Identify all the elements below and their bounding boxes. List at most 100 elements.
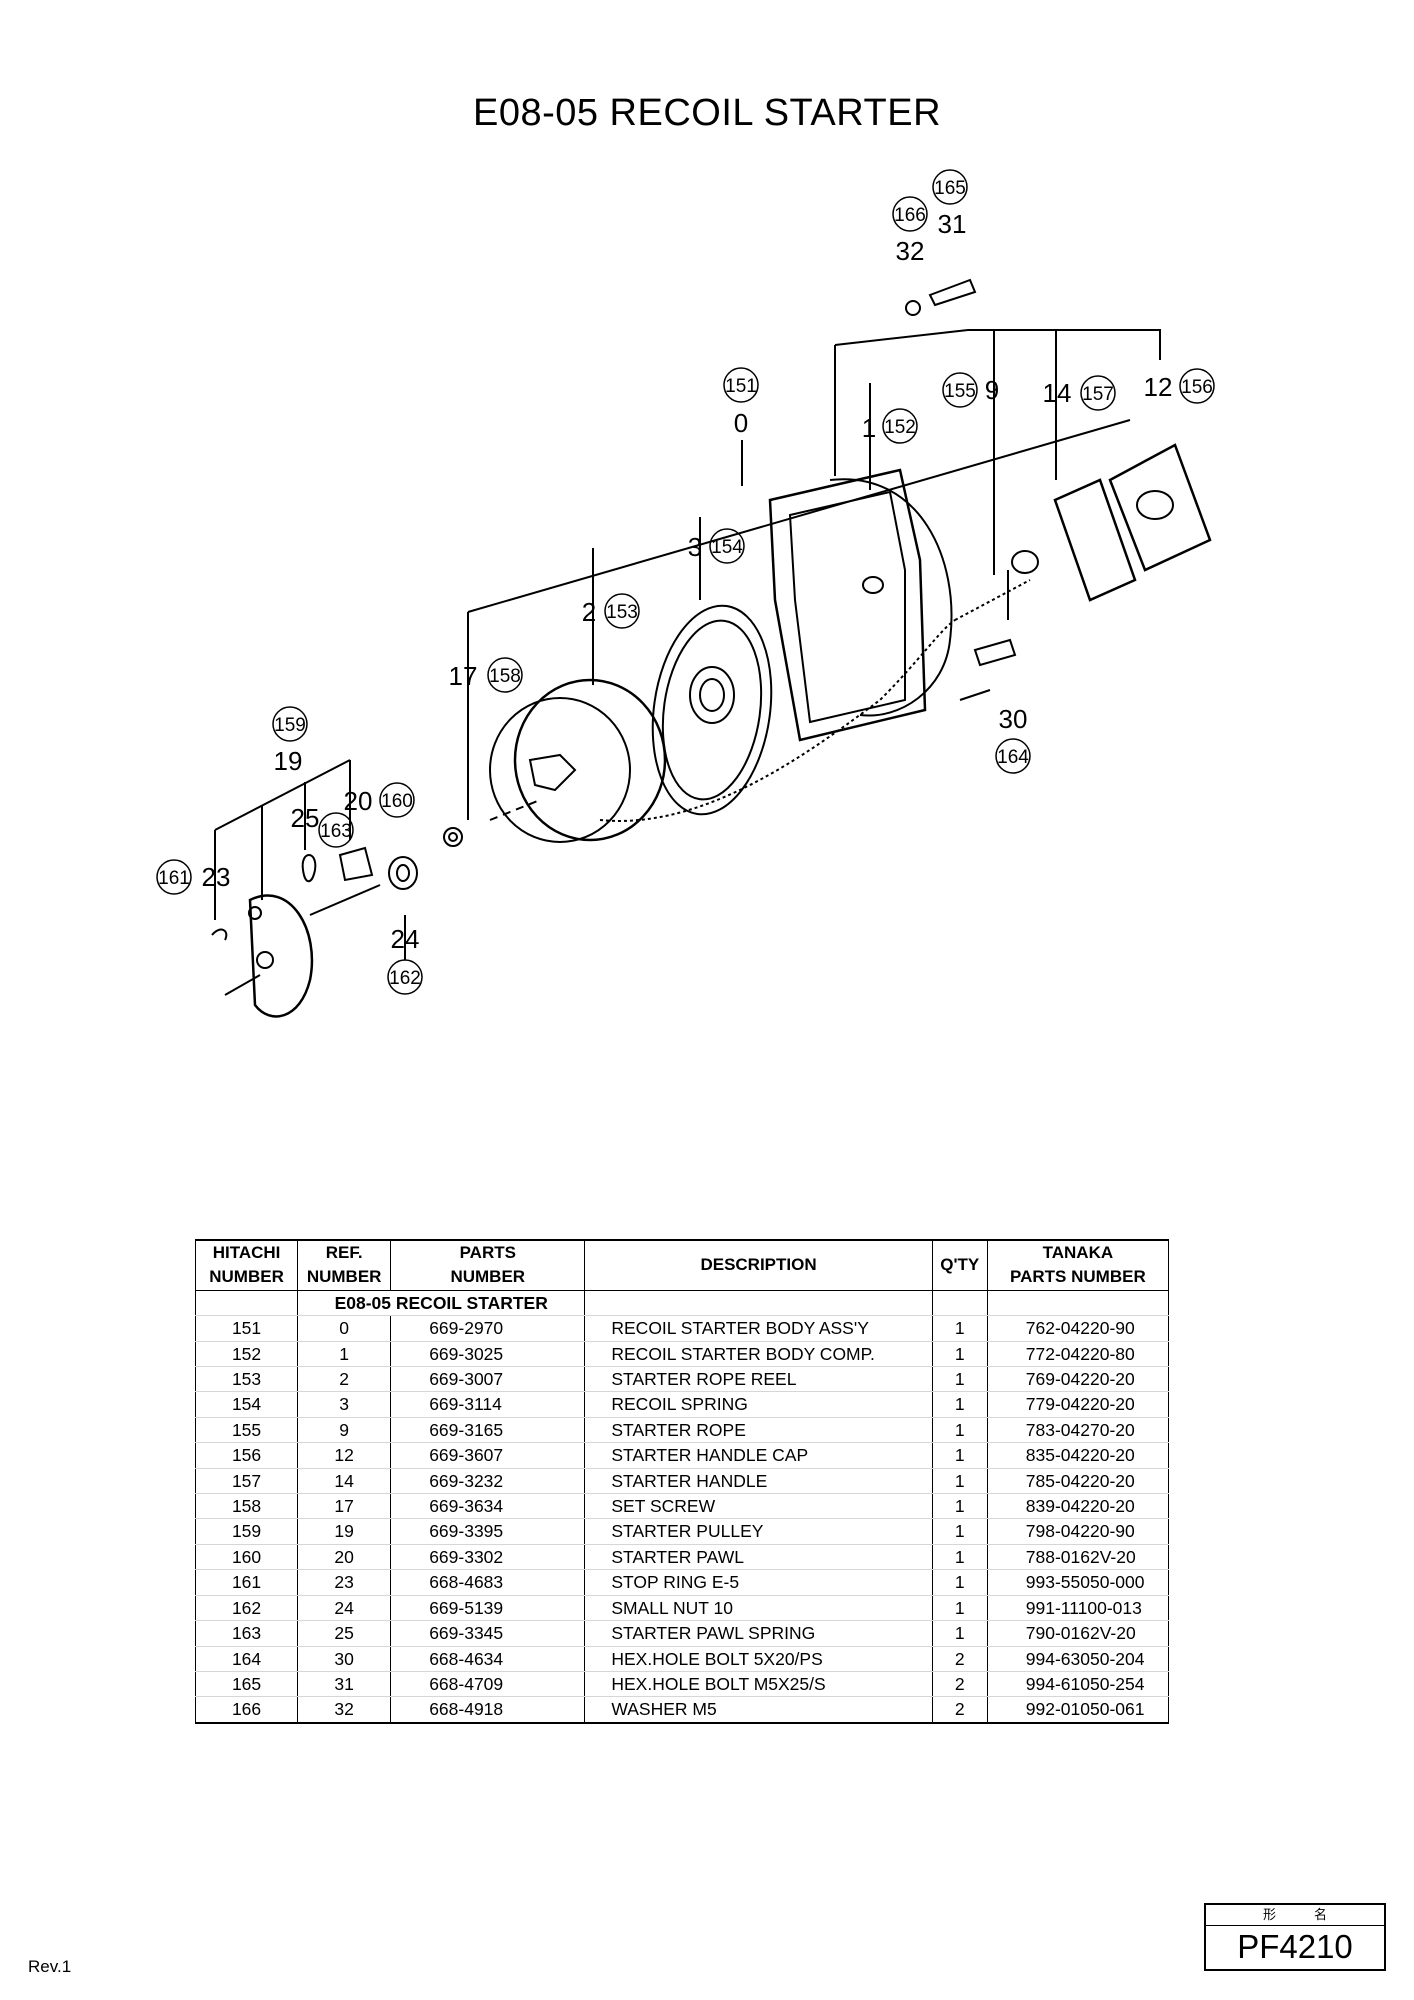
callout-code: 151 bbox=[725, 376, 757, 397]
group-label: E08-05 RECOIL STARTER bbox=[297, 1290, 585, 1317]
ref-number: 12 bbox=[297, 1442, 392, 1469]
ref-number: 23 bbox=[297, 1569, 392, 1596]
callout-code: 157 bbox=[1082, 384, 1114, 405]
revision-label: Rev.1 bbox=[28, 1957, 72, 1976]
callout-ref: 2 bbox=[582, 597, 596, 627]
quantity: 1 bbox=[931, 1366, 988, 1393]
quantity: 1 bbox=[931, 1595, 988, 1622]
model-box: 形名 PF4210 bbox=[1204, 1903, 1386, 1971]
page-title: E08-05 RECOIL STARTER bbox=[472, 92, 942, 134]
parts-number: 668-4683 bbox=[390, 1569, 586, 1596]
callout-ref: 12 bbox=[1144, 372, 1173, 402]
parts-number: 669-3302 bbox=[390, 1544, 586, 1571]
description: STARTER PAWL SPRING bbox=[584, 1620, 933, 1647]
callout-ref: 17 bbox=[449, 661, 478, 691]
description: RECOIL STARTER BODY ASS'Y bbox=[584, 1315, 933, 1342]
description: STARTER PAWL bbox=[584, 1544, 933, 1571]
quantity: 1 bbox=[931, 1468, 988, 1495]
callout-ref: 1 bbox=[862, 413, 876, 443]
header-qty: Q'TY bbox=[931, 1238, 988, 1291]
header-parts-sub: NUMBER bbox=[390, 1265, 586, 1291]
tanaka-parts-number: 835-04220-20 bbox=[986, 1442, 1170, 1469]
tanaka-parts-number: 785-04220-20 bbox=[986, 1468, 1170, 1495]
callout-code: 154 bbox=[711, 537, 743, 558]
callout-ref: 3 bbox=[688, 532, 702, 562]
description: WASHER M5 bbox=[584, 1696, 933, 1724]
callout-code: 159 bbox=[274, 715, 306, 736]
group-row: E08-05 RECOIL STARTER bbox=[194, 1290, 1170, 1317]
description: STARTER ROPE REEL bbox=[584, 1366, 933, 1393]
callout-group: 165 31 166 32 151 0 155 9 157 14 156 12 … bbox=[156, 169, 1215, 995]
callout-ref: 24 bbox=[391, 924, 420, 954]
quantity: 1 bbox=[931, 1493, 988, 1520]
parts-number: 669-3395 bbox=[390, 1518, 586, 1545]
tanaka-parts-number: 788-0162V-20 bbox=[986, 1544, 1170, 1571]
ref-number: 14 bbox=[297, 1468, 392, 1495]
hitachi-number: 153 bbox=[194, 1366, 299, 1393]
tanaka-parts-number: 994-61050-254 bbox=[986, 1671, 1170, 1698]
model-label: 形名 bbox=[1206, 1905, 1384, 1926]
hitachi-number: 151 bbox=[194, 1315, 299, 1342]
parts-number: 668-4709 bbox=[390, 1671, 586, 1698]
description: STARTER ROPE bbox=[584, 1417, 933, 1444]
description: STOP RING E-5 bbox=[584, 1569, 933, 1596]
ref-number: 31 bbox=[297, 1671, 392, 1698]
callout-code: 160 bbox=[381, 791, 413, 812]
callout-code: 155 bbox=[944, 381, 976, 402]
header-tanaka-sub: PARTS NUMBER bbox=[986, 1265, 1170, 1291]
callout-ref: 0 bbox=[734, 408, 748, 438]
ref-number: 1 bbox=[297, 1341, 392, 1368]
tanaka-parts-number: 783-04270-20 bbox=[986, 1417, 1170, 1444]
tanaka-parts-number: 769-04220-20 bbox=[986, 1366, 1170, 1393]
quantity: 2 bbox=[931, 1696, 988, 1724]
parts-number: 669-2970 bbox=[390, 1315, 586, 1342]
tanaka-parts-number: 992-01050-061 bbox=[986, 1696, 1170, 1724]
hitachi-number: 159 bbox=[194, 1518, 299, 1545]
callout-code: 165 bbox=[934, 178, 966, 199]
callout-ref: 20 bbox=[344, 786, 373, 816]
parts-number: 669-3232 bbox=[390, 1468, 586, 1495]
tanaka-parts-number: 779-04220-20 bbox=[986, 1391, 1170, 1418]
ref-number: 19 bbox=[297, 1518, 392, 1545]
parts-number: 668-4918 bbox=[390, 1696, 586, 1724]
ref-number: 2 bbox=[297, 1366, 392, 1393]
tanaka-parts-number: 994-63050-204 bbox=[986, 1646, 1170, 1672]
tanaka-parts-number: 839-04220-20 bbox=[986, 1493, 1170, 1520]
parts-number: 669-3607 bbox=[390, 1442, 586, 1469]
header-tanaka: TANAKA bbox=[986, 1238, 1170, 1266]
hitachi-number: 163 bbox=[194, 1620, 299, 1647]
callout-code: 161 bbox=[158, 868, 190, 889]
callout-ref: 25 bbox=[291, 803, 320, 833]
description: STARTER PULLEY bbox=[584, 1518, 933, 1545]
callout-code: 158 bbox=[489, 666, 521, 687]
callout-code: 156 bbox=[1181, 377, 1213, 398]
ref-number: 0 bbox=[297, 1315, 392, 1342]
tanaka-parts-number: 772-04220-80 bbox=[986, 1341, 1170, 1368]
quantity: 1 bbox=[931, 1569, 988, 1596]
hitachi-number: 158 bbox=[194, 1493, 299, 1520]
header-hitachi: HITACHI bbox=[194, 1238, 299, 1266]
callout-code: 163 bbox=[320, 821, 352, 842]
tanaka-parts-number: 790-0162V-20 bbox=[986, 1620, 1170, 1647]
description: STARTER HANDLE bbox=[584, 1468, 933, 1495]
ref-number: 30 bbox=[297, 1646, 392, 1672]
hitachi-number: 161 bbox=[194, 1569, 299, 1596]
hitachi-number: 164 bbox=[194, 1646, 299, 1672]
tanaka-parts-number: 762-04220-90 bbox=[986, 1315, 1170, 1342]
header-description: DESCRIPTION bbox=[584, 1238, 933, 1291]
parts-number: 668-4634 bbox=[390, 1646, 586, 1672]
ref-number: 3 bbox=[297, 1391, 392, 1418]
quantity: 1 bbox=[931, 1544, 988, 1571]
